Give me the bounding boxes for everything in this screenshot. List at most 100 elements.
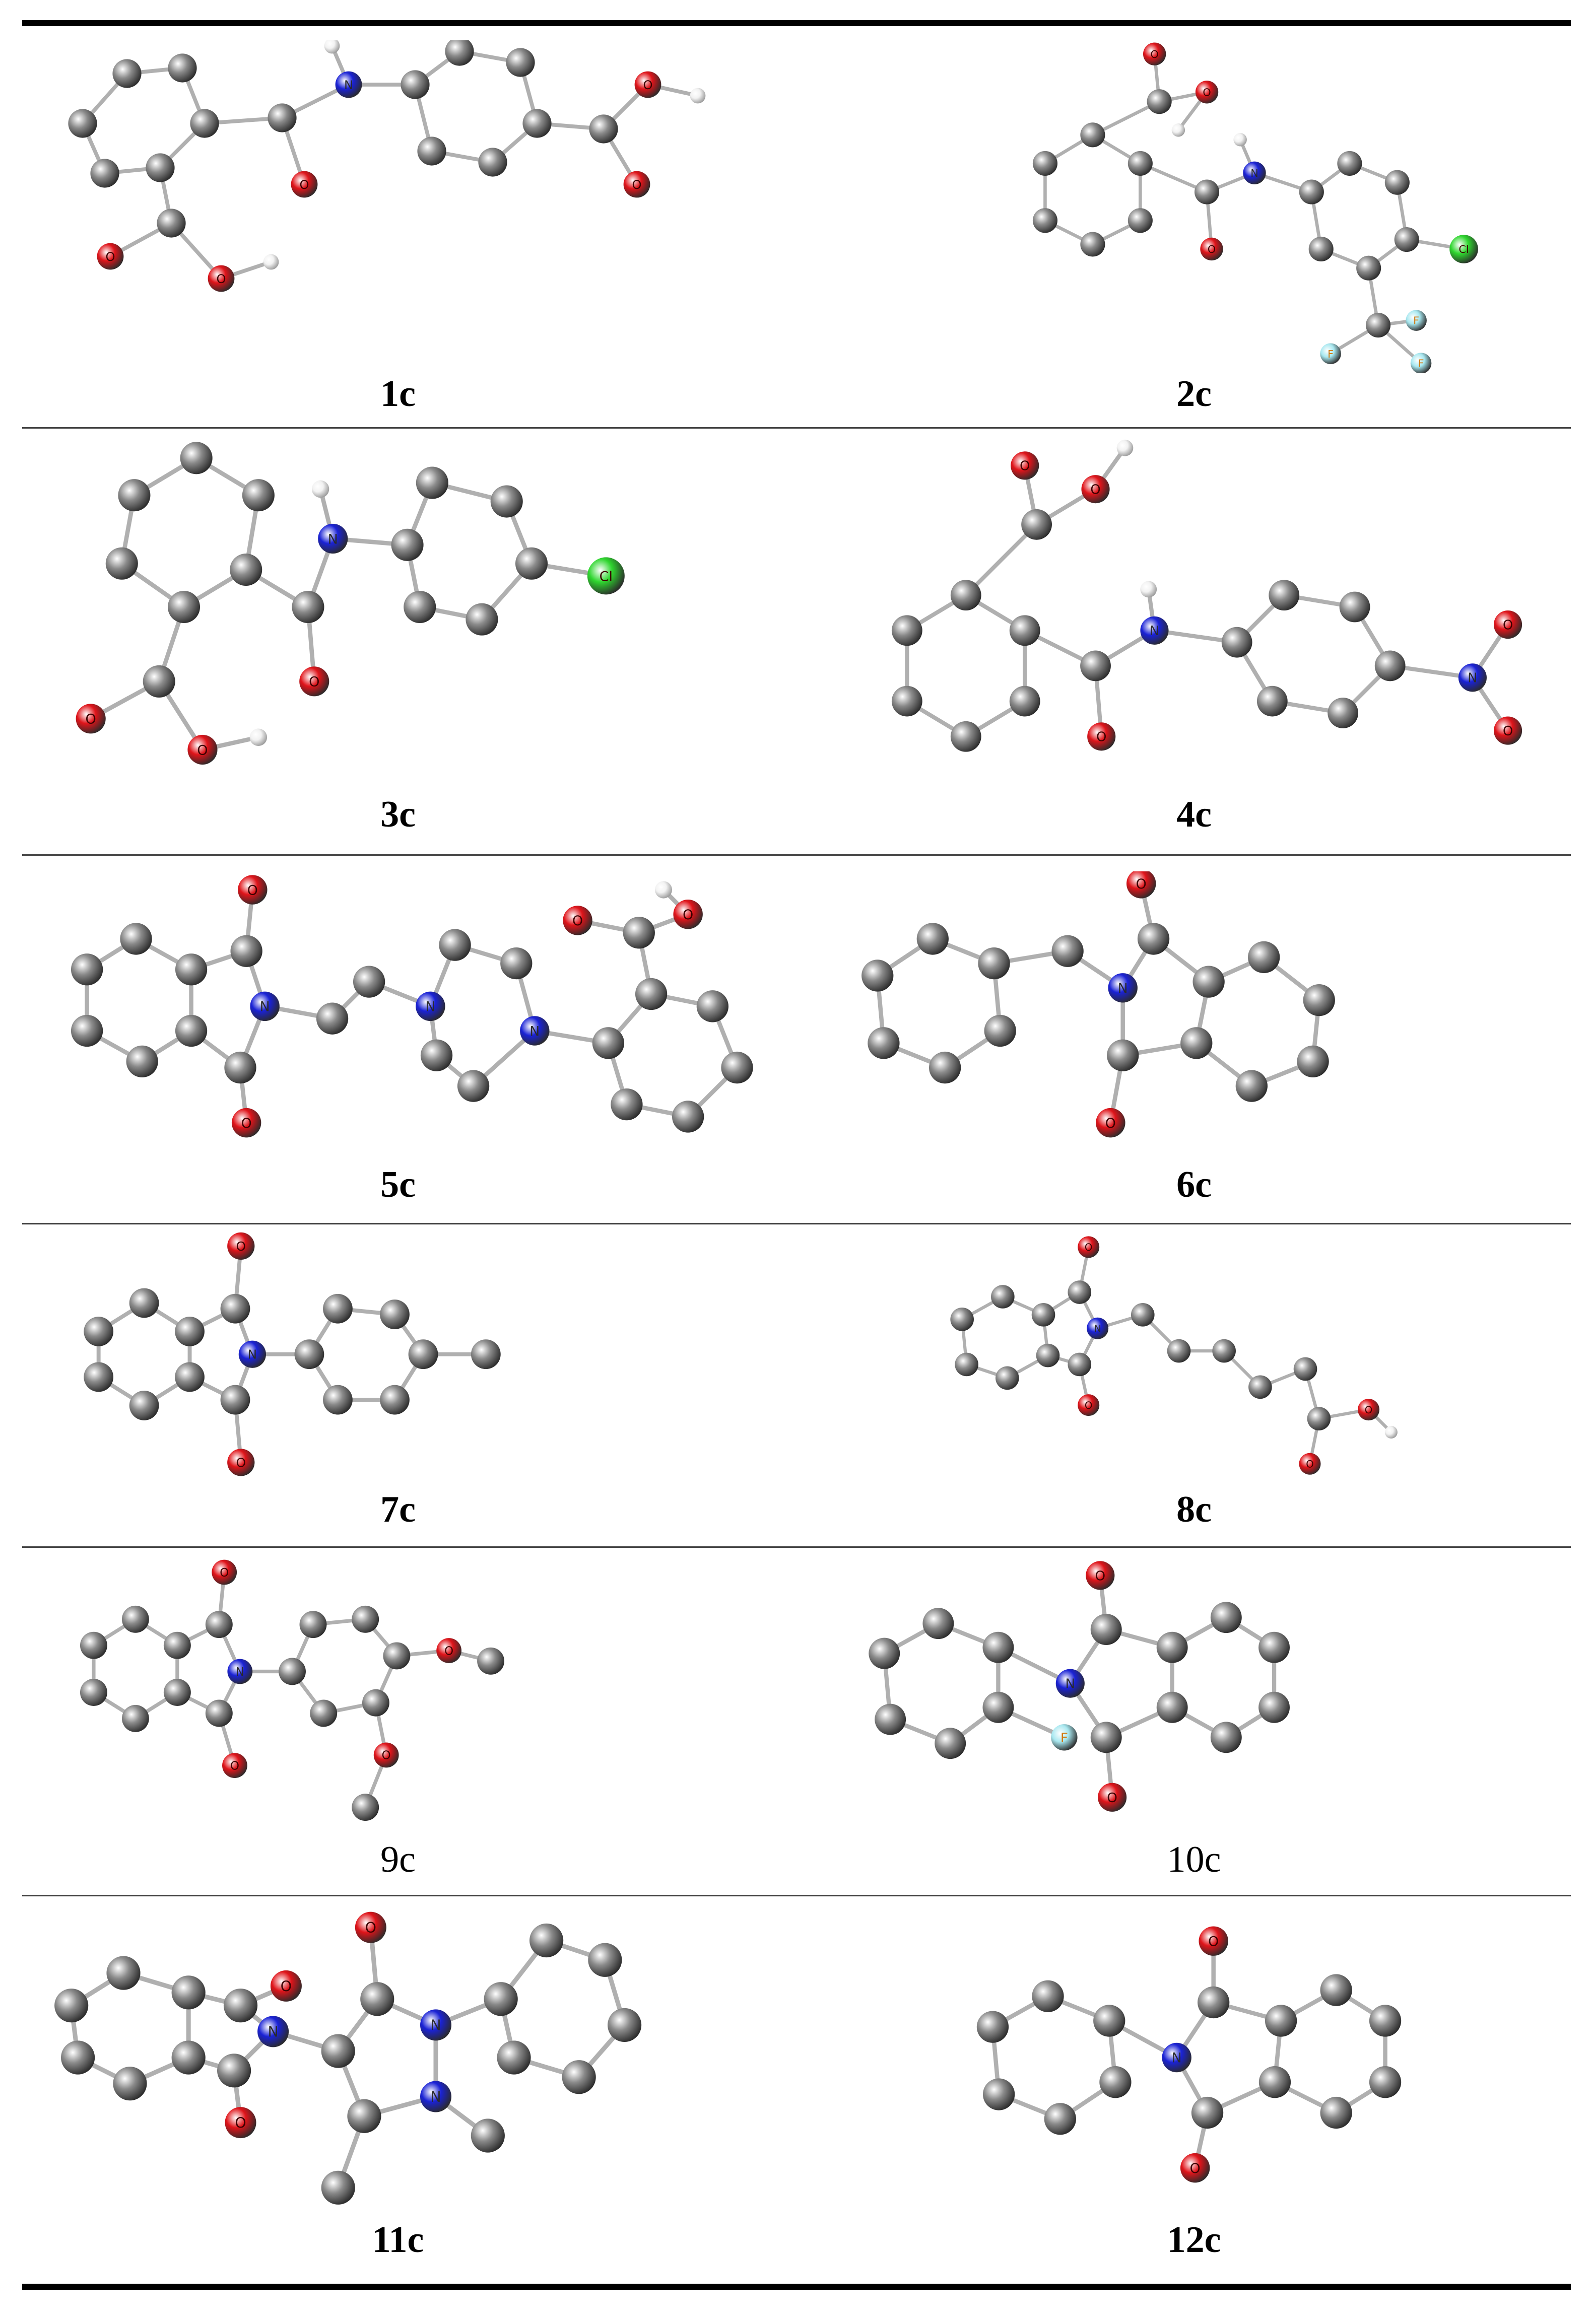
carbon-atom xyxy=(61,2040,95,2075)
carbon-atom xyxy=(143,665,175,698)
oxygen-atom xyxy=(1087,722,1116,751)
oxygen-symbol: O xyxy=(1107,1791,1117,1806)
carbon-atom xyxy=(471,1339,501,1370)
carbon-atom xyxy=(1127,208,1153,233)
carbon-atom xyxy=(220,1385,250,1415)
carbon-atom xyxy=(976,2011,1009,2043)
carbon-atom xyxy=(180,442,213,474)
carbon-atom xyxy=(1366,313,1391,338)
oxygen-atom xyxy=(634,71,661,98)
oxygen-symbol: O xyxy=(197,742,208,758)
oxygen-atom xyxy=(1358,1399,1380,1421)
carbon-atom xyxy=(490,485,523,518)
carbon-atom xyxy=(1156,1691,1188,1723)
oxygen-atom xyxy=(1078,1394,1100,1416)
carbon-atom xyxy=(1180,1027,1213,1059)
carbon-atom xyxy=(982,1691,1014,1723)
carbon-atom xyxy=(380,1300,410,1329)
carbon-atom xyxy=(224,1051,256,1084)
carbon-atom xyxy=(1394,227,1419,252)
carbon-atom xyxy=(163,1679,191,1706)
carbon-atom xyxy=(190,109,219,138)
fluorine-symbol: F xyxy=(1060,1731,1068,1746)
carbon-atom xyxy=(1156,1631,1188,1663)
oxygen-symbol: O xyxy=(281,1978,292,1995)
carbon-atom xyxy=(1009,615,1040,646)
carbon-atom xyxy=(112,59,142,88)
oxygen-atom xyxy=(1126,871,1156,899)
carbon-atom xyxy=(68,109,97,138)
carbon-atom xyxy=(515,547,548,580)
carbon-atom xyxy=(1090,1614,1122,1645)
nitrogen-symbol: N xyxy=(260,999,270,1015)
carbon-atom xyxy=(477,1647,505,1675)
oxygen-atom xyxy=(291,171,318,198)
carbon-atom xyxy=(1269,580,1300,611)
carbon-atom xyxy=(126,1045,158,1078)
nitrogen-symbol: N xyxy=(1118,981,1128,996)
oxygen-symbol: O xyxy=(1150,48,1158,60)
carbon-atom xyxy=(1093,2005,1125,2037)
carbon-atom xyxy=(562,2060,596,2094)
carbon-atom xyxy=(868,1027,900,1059)
carbon-atom xyxy=(404,590,436,624)
oxygen-symbol: O xyxy=(632,178,641,192)
oxygen-atom xyxy=(1011,451,1039,480)
oxygen-atom xyxy=(1078,1236,1100,1258)
carbon-atom xyxy=(1248,941,1280,974)
carbon-atom xyxy=(1032,151,1057,176)
carbon-atom xyxy=(1299,179,1324,204)
carbon-atom xyxy=(294,1339,324,1370)
oxygen-atom xyxy=(187,734,218,765)
carbon-atom xyxy=(129,1391,159,1420)
carbon-atom xyxy=(105,547,138,580)
carbon-atom xyxy=(175,1317,205,1346)
carbon-atom xyxy=(1137,923,1170,955)
nitrogen-symbol: N xyxy=(529,1023,540,1039)
carbon-atom xyxy=(457,1070,490,1102)
carbon-atom xyxy=(420,1039,453,1071)
carbon-atom xyxy=(299,1611,327,1638)
carbon-atom xyxy=(1337,151,1362,176)
nitrogen-atom xyxy=(335,71,362,98)
carbon-atom xyxy=(1256,686,1288,717)
oxygen-atom xyxy=(97,243,124,270)
carbon-atom xyxy=(623,917,655,949)
carbon-atom xyxy=(360,1982,394,2016)
carbon-atom xyxy=(71,1014,103,1047)
carbon-atom xyxy=(935,1728,966,1759)
nitrogen-atom xyxy=(520,1016,550,1046)
carbon-atom xyxy=(352,1605,379,1633)
nitrogen-atom xyxy=(257,2016,289,2047)
carbon-atom xyxy=(383,1642,411,1670)
oxygen-symbol: O xyxy=(1085,1400,1093,1411)
carbon-atom xyxy=(478,148,507,177)
hydrogen-atom xyxy=(1171,123,1185,137)
nitrogen-symbol: N xyxy=(1250,167,1258,179)
oxygen-symbol: O xyxy=(216,272,226,286)
compound-label-6c: 6c xyxy=(1176,1164,1212,1205)
carbon-atom xyxy=(1051,935,1084,967)
carbon-atom xyxy=(1265,2005,1297,2037)
molecule-7c: ONO xyxy=(84,1232,501,1476)
carbon-atom xyxy=(71,953,103,986)
carbon-atom xyxy=(1036,1343,1060,1368)
compound-label-11c: 11c xyxy=(372,2219,424,2261)
compound-label-9c: 9c xyxy=(380,1839,416,1880)
nitrogen-atom xyxy=(318,523,348,554)
carbon-atom xyxy=(611,1088,643,1121)
carbon-atom xyxy=(1009,686,1040,717)
carbon-atom xyxy=(217,2054,251,2088)
row-divider xyxy=(22,854,1571,856)
oxygen-symbol: O xyxy=(1090,482,1100,497)
carbon-atom xyxy=(167,590,201,624)
oxygen-atom xyxy=(1494,610,1522,639)
oxygen-atom xyxy=(1096,1108,1125,1138)
carbon-atom xyxy=(529,1923,564,1958)
oxygen-symbol: O xyxy=(444,1645,453,1658)
